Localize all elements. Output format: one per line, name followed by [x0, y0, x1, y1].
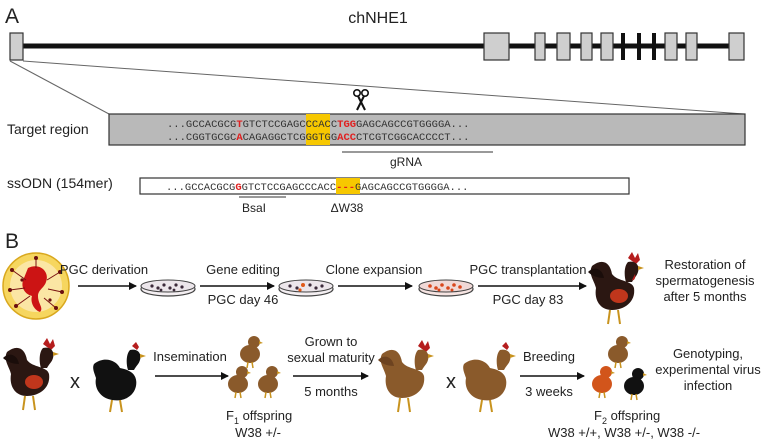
embryo-icon [2, 252, 70, 320]
gene-model [9, 32, 745, 61]
genotyping-line-2: experimental virus [655, 362, 761, 377]
seq-top-segment-1: T [236, 119, 242, 131]
seq-top-segment-4: GAGCAGCCGTGGGGA... [356, 119, 469, 131]
zoom-line-right [22, 60, 745, 115]
grna-label: gRNA [390, 155, 422, 169]
target-seq-bottom-strand: ...CGGTGCGCACAGAGGCTCGGGTGGACCCTCGTCGGCA… [167, 132, 469, 144]
f2-chicks-icon [592, 336, 647, 401]
exon-5 [580, 32, 593, 61]
seq-bottom-segment-1: A [236, 132, 243, 144]
exon-1 [9, 32, 24, 61]
seq-ssodn-segment-0: ...GCCACGCG [166, 182, 235, 194]
target-region-box [108, 113, 746, 146]
seq-bottom-segment-4: CTCGTCGGCACCCCT... [356, 132, 469, 144]
rooster-icon-edited [588, 252, 644, 325]
seq-ssodn-segment-2: GTCTCCGAGCCCACC [242, 182, 337, 194]
outcome-line-1: Restoration of [665, 257, 746, 272]
seq-ssodn-segment-1: G [235, 182, 241, 194]
seq-top-segment-2: GTCTCCGAGCCCACC [243, 119, 338, 131]
petri-dish-1 [140, 279, 196, 297]
petri-dish-3 [418, 279, 474, 297]
seq-top-segment-0: ...GCCACGCG [167, 119, 236, 131]
exon-3 [534, 32, 546, 61]
grown-line-2: sexual maturity [287, 350, 375, 365]
ssodn-box [139, 177, 630, 195]
breeding-label: Breeding [523, 349, 575, 364]
step-gene-editing: Gene editing [206, 262, 280, 277]
insemination-label: Insemination [153, 349, 227, 364]
bsai-label: BsaI [242, 201, 266, 215]
seq-top-segment-3: TGG [337, 119, 356, 131]
cross-symbol-1: x [70, 371, 80, 393]
grown-time: 5 months [304, 384, 358, 399]
exon-9 [652, 33, 656, 60]
step-clone-expansion: Clone expansion [326, 262, 423, 277]
hen-icon-brown [463, 342, 516, 413]
genotyping-line-1: Genotyping, [673, 346, 743, 361]
seq-ssodn-segment-3: --- [336, 182, 355, 194]
scissors-icon [353, 89, 370, 111]
exon-4 [556, 32, 571, 61]
rooster-icon-founder [3, 338, 59, 411]
exon-7 [621, 33, 625, 60]
seq-bottom-segment-0: ...CGGTGCGC [167, 132, 236, 144]
grown-line-1: Grown to [305, 334, 358, 349]
zoom-line-left [9, 60, 110, 115]
exon-8 [637, 33, 641, 60]
step-pgc-derivation: PGC derivation [60, 262, 148, 277]
exon-10 [664, 32, 678, 61]
day-label-46: PGC day 46 [208, 292, 279, 307]
hen-icon-black [93, 342, 146, 413]
deletion-highlight [336, 178, 360, 194]
gene-name: chNHE1 [348, 10, 408, 27]
exon-11 [685, 32, 698, 61]
rooster-icon-brown [378, 340, 434, 413]
f1-genotype: W38 +/- [235, 425, 281, 440]
seq-ssodn-segment-4: GAGCAGCCGTGGGGA... [355, 182, 468, 194]
pam-highlight [306, 114, 330, 145]
cross-symbol-2: x [446, 371, 456, 393]
outcome-line-3: after 5 months [663, 289, 747, 304]
panel-a-letter: A [5, 5, 19, 28]
ssodn-sequence: ...GCCACGCGGGTCTCCGAGCCCACC---GAGCAGCCGT… [166, 182, 468, 194]
seq-bottom-segment-3: ACC [337, 132, 357, 144]
panel-b-letter: B [5, 230, 19, 253]
step-pgc-transplantation: PGC transplantation [469, 262, 586, 277]
deletion-label: ΔW38 [331, 201, 364, 215]
f2-label: F2 offspring [594, 408, 660, 426]
exon-2 [483, 32, 510, 61]
exon-12 [728, 32, 745, 61]
petri-dish-2 [278, 279, 334, 297]
breeding-time: 3 weeks [525, 384, 573, 399]
target-seq-top-strand: ...GCCACGCGTGTCTCCGAGCCCACCTGGGAGCAGCCGT… [167, 119, 469, 131]
outcome-line-2: spermatogenesis [656, 273, 755, 288]
f1-chicks-icon [228, 336, 281, 399]
exon-6 [600, 32, 614, 61]
f2-genotypes: W38 +/+, W38 +/-, W38 -/- [548, 425, 700, 440]
ssodn-label: ssODN (154mer) [7, 175, 113, 191]
f1-label: F1 offspring [226, 408, 292, 426]
target-region-label: Target region [7, 121, 89, 137]
genotyping-line-3: infection [684, 378, 732, 393]
day-label-83: PGC day 83 [493, 292, 564, 307]
seq-bottom-segment-2: CAGAGGCTCGGGTGG [243, 132, 338, 144]
